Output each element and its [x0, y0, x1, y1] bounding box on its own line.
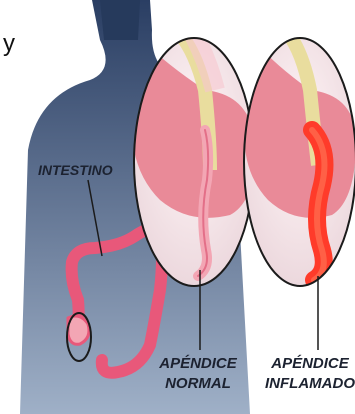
- neck: [100, 0, 140, 40]
- normal-appendix-label-line2: NORMAL: [165, 375, 231, 392]
- intestine-label: INTESTINO: [38, 162, 113, 178]
- inflamed-appendix-label-line2: INFLAMADO: [265, 375, 355, 392]
- normal-appendix-label-line1: APÉNDICE: [158, 355, 238, 372]
- inflamed-appendix-view: [244, 20, 355, 286]
- inflamed-appendix-label-line1: APÉNDICE: [270, 355, 350, 372]
